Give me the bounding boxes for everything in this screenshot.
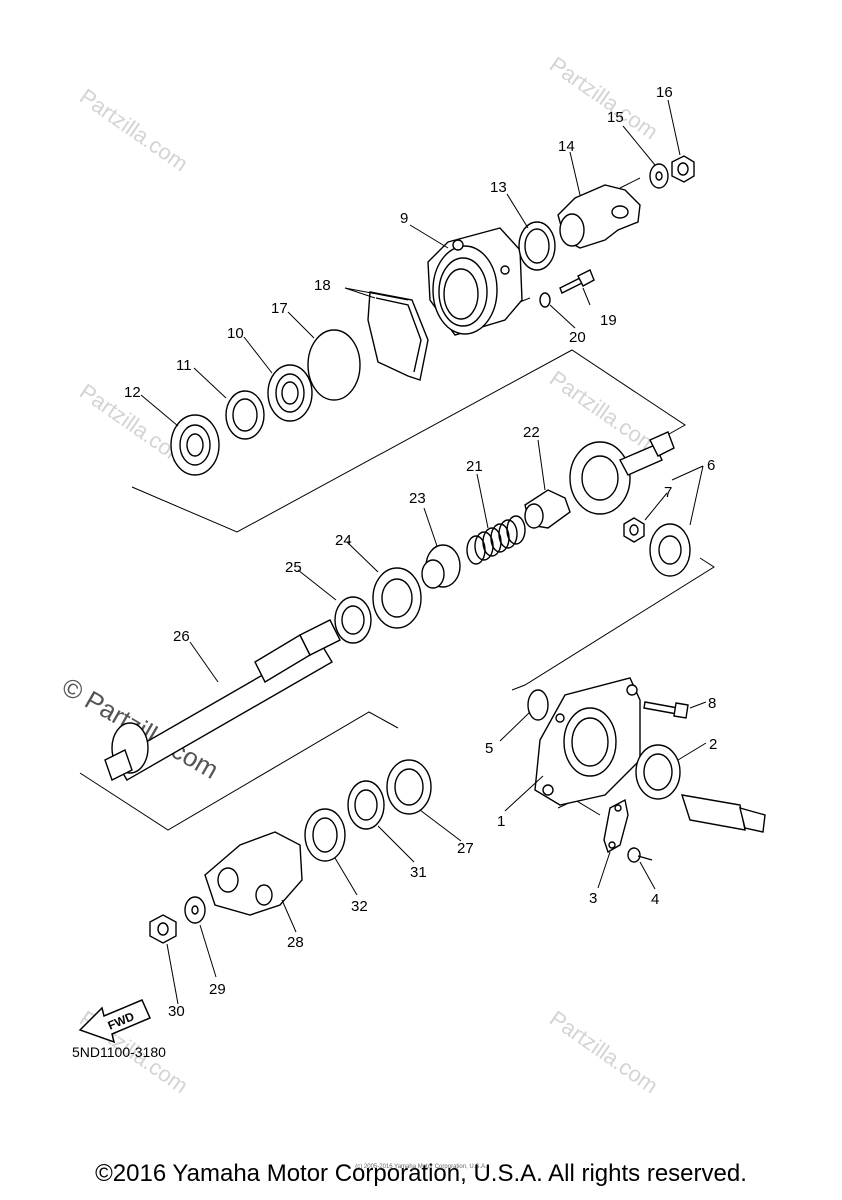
callout-31: 31 (410, 864, 427, 881)
callout-26: 26 (173, 628, 190, 645)
callout-14: 14 (558, 138, 575, 155)
callout-9: 9 (400, 210, 408, 227)
callout-12: 12 (124, 384, 141, 401)
callout-2: 2 (709, 736, 717, 753)
callout-29: 29 (209, 981, 226, 998)
part-15-washer (649, 163, 669, 189)
callout-21: 21 (466, 458, 483, 475)
part-8-bolt (643, 701, 689, 719)
part-9-gear-case-cover (427, 227, 523, 336)
watermark-bottom-right: Partzilla.com (545, 1006, 662, 1099)
part-32-oil-seal (304, 808, 346, 862)
output-gear-shaft (680, 794, 766, 833)
callout-25: 25 (285, 559, 302, 576)
part-12-bearing (170, 414, 220, 476)
part-30-nut (149, 914, 177, 944)
callout-15: 15 (607, 109, 624, 126)
callout-30: 30 (168, 1003, 185, 1020)
callout-5: 5 (485, 740, 493, 757)
part-6-bevel-gear-set (569, 431, 691, 577)
callout-23: 23 (409, 490, 426, 507)
tiny-copyright: (c) 2005-2016 Yamaha Motor Corporation, … (355, 1164, 487, 1170)
part-16-nut (671, 155, 695, 183)
part-14-yoke (557, 184, 641, 249)
callout-numbers: 16 15 14 13 9 18 17 19 20 10 11 12 22 6 … (124, 84, 717, 1020)
callout-22: 22 (523, 424, 540, 441)
part-18-shim (367, 291, 429, 381)
part-21-spring (466, 515, 526, 565)
callout-32: 32 (351, 898, 368, 915)
callout-19: 19 (600, 312, 617, 329)
fwd-arrow-icon: FWD (78, 999, 151, 1044)
leader-lines (140, 99, 707, 1005)
part-11-ring-nut (225, 390, 265, 440)
part-5-o-ring (527, 689, 549, 721)
part-29-washer (184, 896, 206, 924)
callout-4: 4 (651, 891, 659, 908)
part-24-bearing (372, 567, 422, 629)
callout-11: 11 (176, 357, 192, 374)
part-27-bearing (386, 759, 432, 815)
part-1-bearing-housing (534, 677, 641, 806)
callout-17: 17 (271, 300, 288, 317)
part-28-yoke (204, 831, 303, 916)
part-23-spring-seat (421, 544, 461, 589)
part-4-screw (627, 847, 653, 863)
callout-10: 10 (227, 325, 244, 342)
callout-1: 1 (497, 813, 505, 830)
part-10-bearing (267, 364, 313, 422)
part-3-stopper-plate (603, 798, 629, 854)
part-22-collar (524, 489, 571, 529)
part-13-oil-seal (518, 221, 556, 271)
callout-7: 7 (664, 484, 672, 501)
callout-20: 20 (569, 329, 586, 346)
callout-18: 18 (314, 277, 331, 294)
callout-16: 16 (656, 84, 673, 101)
copyright-footer: ©2016 Yamaha Motor Corporation, U.S.A. A… (95, 1160, 747, 1187)
part-26-drive-shaft (104, 619, 341, 781)
part-2-bearing (635, 744, 681, 800)
callout-6: 6 (707, 457, 715, 474)
watermark-top-left: Partzilla.com (75, 84, 192, 177)
callout-13: 13 (490, 179, 507, 196)
part-19-bolt (559, 269, 595, 294)
callout-24: 24 (335, 532, 352, 549)
part-20-washer (539, 292, 551, 308)
callout-8: 8 (708, 695, 716, 712)
part-31-ring-nut (347, 780, 385, 830)
part-17-o-ring (307, 329, 361, 401)
callout-3: 3 (589, 890, 597, 907)
part-25-oil-seal (334, 596, 372, 644)
part-7-nut (623, 517, 645, 543)
diagram-part-number: 5ND1100-3180 (72, 1044, 166, 1060)
callout-28: 28 (287, 934, 304, 951)
callout-27: 27 (457, 840, 474, 857)
watermark-top-right: Partzilla.com (545, 52, 662, 145)
